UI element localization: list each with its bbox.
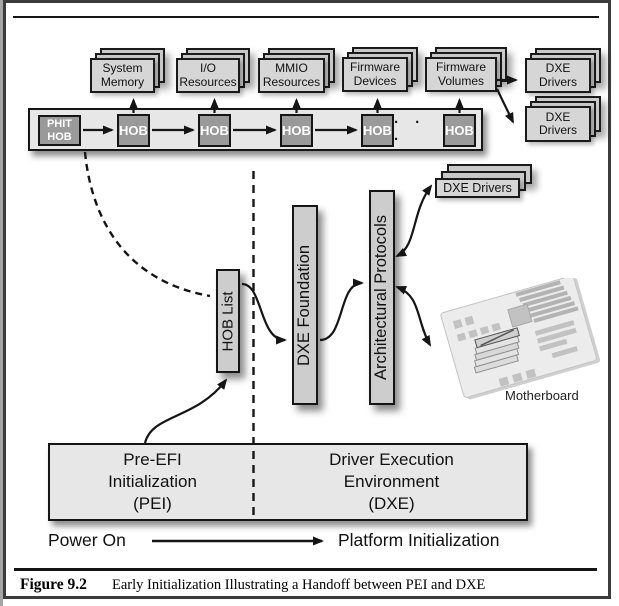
page-edge-strip: [0, 0, 3, 606]
page-frame: [3, 0, 611, 599]
stack-label-line: Devices: [353, 73, 397, 88]
stack-label-line: Drivers: [539, 74, 577, 89]
stack-label: System Memory: [90, 58, 155, 93]
stack-label: MMIO Resources: [258, 58, 325, 93]
stack-label-line: MMIO: [275, 61, 308, 76]
stack-label: DXE Drivers: [525, 106, 591, 142]
stack-label-line: Firmware: [436, 60, 486, 75]
stack-label-line: Drivers: [539, 123, 577, 137]
stack-label: DXE Drivers: [525, 58, 591, 93]
phit-hob-box: PHIT HOB: [38, 115, 81, 146]
motherboard-label: Motherboard: [505, 388, 579, 403]
stack-label-line: Resources: [262, 74, 321, 89]
dxe-foundation-label: DXE Foundation: [295, 244, 314, 366]
platform-initialization-label: Platform Initialization: [338, 530, 500, 550]
dxe-phase-label: Driver Execution Environment (DXE): [255, 445, 528, 519]
resource-stack-firmware-volumes: Firmware Volumes: [425, 47, 507, 92]
resource-stack-mmio-resources: MMIO Resources: [258, 48, 335, 93]
dxe-line: Driver Execution: [329, 449, 454, 469]
dxe-line: (DXE): [368, 494, 415, 514]
stack-label: Firmware Volumes: [425, 57, 497, 92]
stack-label-line: DXE: [545, 109, 571, 124]
stack-label: Firmware Devices: [342, 57, 408, 92]
top-rule: [13, 16, 599, 18]
dxe-foundation-box: DXE Foundation: [292, 205, 318, 405]
architectural-protocols-box: Architectural Protocols: [369, 190, 395, 405]
resource-stack-system-memory: System Memory: [90, 48, 165, 93]
dxe-drivers-stack-middle: DXE Drivers: [435, 164, 532, 198]
phit-hob-line: PHIT: [46, 118, 73, 131]
pei-line: (PEI): [133, 494, 172, 514]
stack-label-line: I/O: [199, 61, 216, 76]
stack-label-line: DXE: [545, 61, 571, 76]
stack-label-line: Memory: [100, 74, 145, 89]
figure-caption: Early Initialization Illustrating a Hand…: [112, 577, 486, 593]
hob-box-3: HOB: [280, 114, 313, 147]
dxe-drivers-stack-top: DXE Drivers: [525, 48, 601, 93]
dxe-drivers-stack-bottom: DXE Drivers: [525, 96, 601, 142]
pei-line: Pre-EFI: [123, 449, 182, 469]
caption-rule: [14, 568, 597, 571]
power-on-label: Power On: [48, 530, 126, 550]
hob-box-4: HOB: [361, 114, 394, 147]
stack-label-line: Firmware: [350, 60, 400, 75]
pei-phase-label: Pre-EFI Initialization (PEI): [50, 445, 255, 519]
hob-list-box: HOB List: [216, 269, 240, 373]
hob-box-5: HOB: [443, 114, 476, 147]
resource-stack-firmware-devices: Firmware Devices: [342, 47, 418, 92]
hob-list-band: PHIT HOB HOB HOB HOB HOB HOB · · ·: [28, 108, 483, 151]
hob-ellipsis: · · ·: [394, 114, 427, 148]
architectural-protocols-label: Architectural Protocols: [372, 214, 391, 381]
dxe-line: Environment: [343, 471, 440, 491]
hob-list-label: HOB List: [219, 290, 237, 352]
figure-number: Figure 9.2: [20, 576, 87, 593]
resource-stack-io-resources: I/O Resources: [176, 48, 250, 93]
phase-box: Pre-EFI Initialization (PEI) Driver Exec…: [48, 443, 528, 521]
phit-hob-line: HOB: [47, 130, 72, 143]
stack-label-line: System: [102, 61, 143, 76]
hob-box-1: HOB: [117, 114, 150, 147]
stack-label: DXE Drivers: [435, 178, 520, 198]
pei-line: Initialization: [108, 471, 197, 491]
hob-box-2: HOB: [198, 114, 231, 147]
stack-label: I/O Resources: [176, 58, 240, 93]
motherboard-illustration: [428, 275, 608, 400]
stack-label-line: Resources: [179, 74, 237, 89]
stack-label-line: Volumes: [437, 73, 485, 88]
motherboard-icon: [440, 275, 601, 400]
